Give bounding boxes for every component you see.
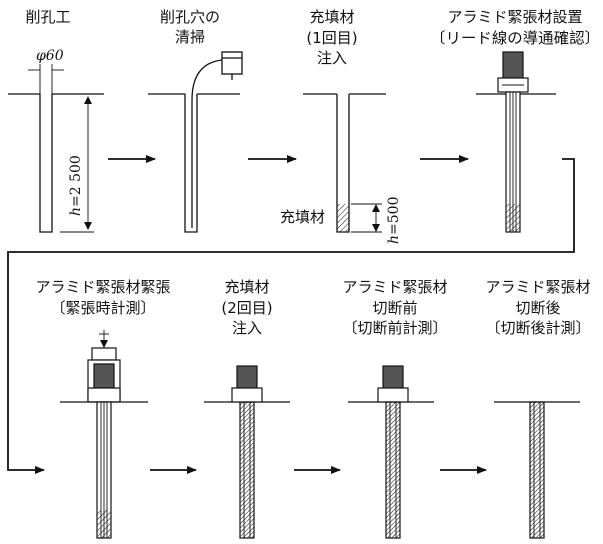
grout2-drawing	[204, 365, 290, 539]
grout-depth-label: h=500	[386, 197, 402, 244]
step-label-line: アラミド緊張材緊張	[35, 278, 170, 296]
cleaning-drawing	[148, 51, 243, 233]
step-label-line: 切断後	[515, 299, 560, 317]
install-drawing	[476, 51, 556, 233]
anchor-head	[236, 365, 258, 391]
grouted-borehole	[529, 401, 545, 539]
grouted-borehole	[239, 401, 255, 539]
grout-label: 充填材	[280, 208, 325, 226]
row-connector-arrow	[7, 158, 575, 474]
after-cut-drawing	[494, 401, 580, 539]
step-label-line: 清掃	[175, 28, 205, 46]
step-label-line: 〔切断後計測〕	[485, 319, 590, 337]
tension-drawing	[60, 330, 148, 539]
drilled-hole	[184, 94, 198, 233]
step-label-tension: アラミド緊張材緊張 〔緊張時計測〕	[35, 278, 170, 317]
depth-label: h=2 500	[68, 155, 84, 216]
step-label-line: (2回目)	[221, 299, 272, 317]
grout-fill	[97, 510, 111, 538]
step-label-line: 注入	[232, 319, 262, 337]
drilled-hole	[39, 94, 53, 233]
anchor-head	[502, 51, 524, 81]
grout-arrow-top	[372, 204, 380, 212]
anchor-head	[382, 365, 404, 391]
depth-arrow-bottom	[84, 222, 92, 230]
drilling-hole-drawing: φ60 h=2 500	[8, 48, 104, 233]
bearing-plate	[87, 387, 121, 403]
step-label-drilling: 削孔工	[25, 8, 70, 26]
step-label-line: 削孔穴の	[160, 8, 220, 26]
step-label-line: アラミド緊張材	[342, 278, 447, 296]
step-label-line: 注入	[317, 49, 347, 67]
step-label-line: 〔緊張時計測〕	[50, 299, 155, 317]
step-label-install: アラミド緊張材設置 〔リード線の導通確認〕	[430, 8, 600, 47]
step-label-line: 切断前	[372, 299, 417, 317]
diameter-label: φ60	[36, 48, 64, 64]
grout-fill	[337, 204, 349, 232]
grout-fill	[506, 204, 520, 232]
step-label-line: アラミド緊張材	[485, 278, 590, 296]
anchor-head	[93, 363, 115, 389]
step-label-line: 削孔工	[25, 8, 70, 26]
bearing-plate	[231, 387, 263, 403]
load-arrow	[100, 340, 108, 348]
cleaning-hose	[191, 59, 223, 228]
grout1-drawing: 充填材 h=500	[280, 93, 402, 244]
step-label-line: 充填材	[309, 8, 354, 26]
step-label-cleaning: 削孔穴の 清掃	[160, 8, 220, 46]
jack-top	[91, 347, 117, 361]
step-label-grout1: 充填材 (1回目) 注入	[306, 8, 357, 67]
depth-arrow-top	[84, 96, 92, 104]
step-label-before-cut: アラミド緊張材 切断前 〔切断前計測〕	[342, 278, 447, 337]
bearing-plate	[377, 387, 409, 403]
step-label-line: 〔リード線の導通確認〕	[430, 29, 600, 47]
step-label-line: アラミド緊張材設置	[447, 8, 582, 26]
step-label-grout2: 充填材 (2回目) 注入	[221, 278, 272, 337]
grouted-borehole	[385, 401, 401, 539]
step-label-line: (1回目)	[306, 29, 357, 47]
step-label-after-cut: アラミド緊張材 切断後 〔切断後計測〕	[485, 278, 590, 337]
before-cut-drawing	[348, 365, 434, 539]
step-label-line: 〔切断前計測〕	[342, 319, 447, 337]
vacuum-unit	[221, 51, 243, 75]
step-label-line: 充填材	[224, 278, 269, 296]
grout-arrow-bottom	[372, 224, 380, 232]
